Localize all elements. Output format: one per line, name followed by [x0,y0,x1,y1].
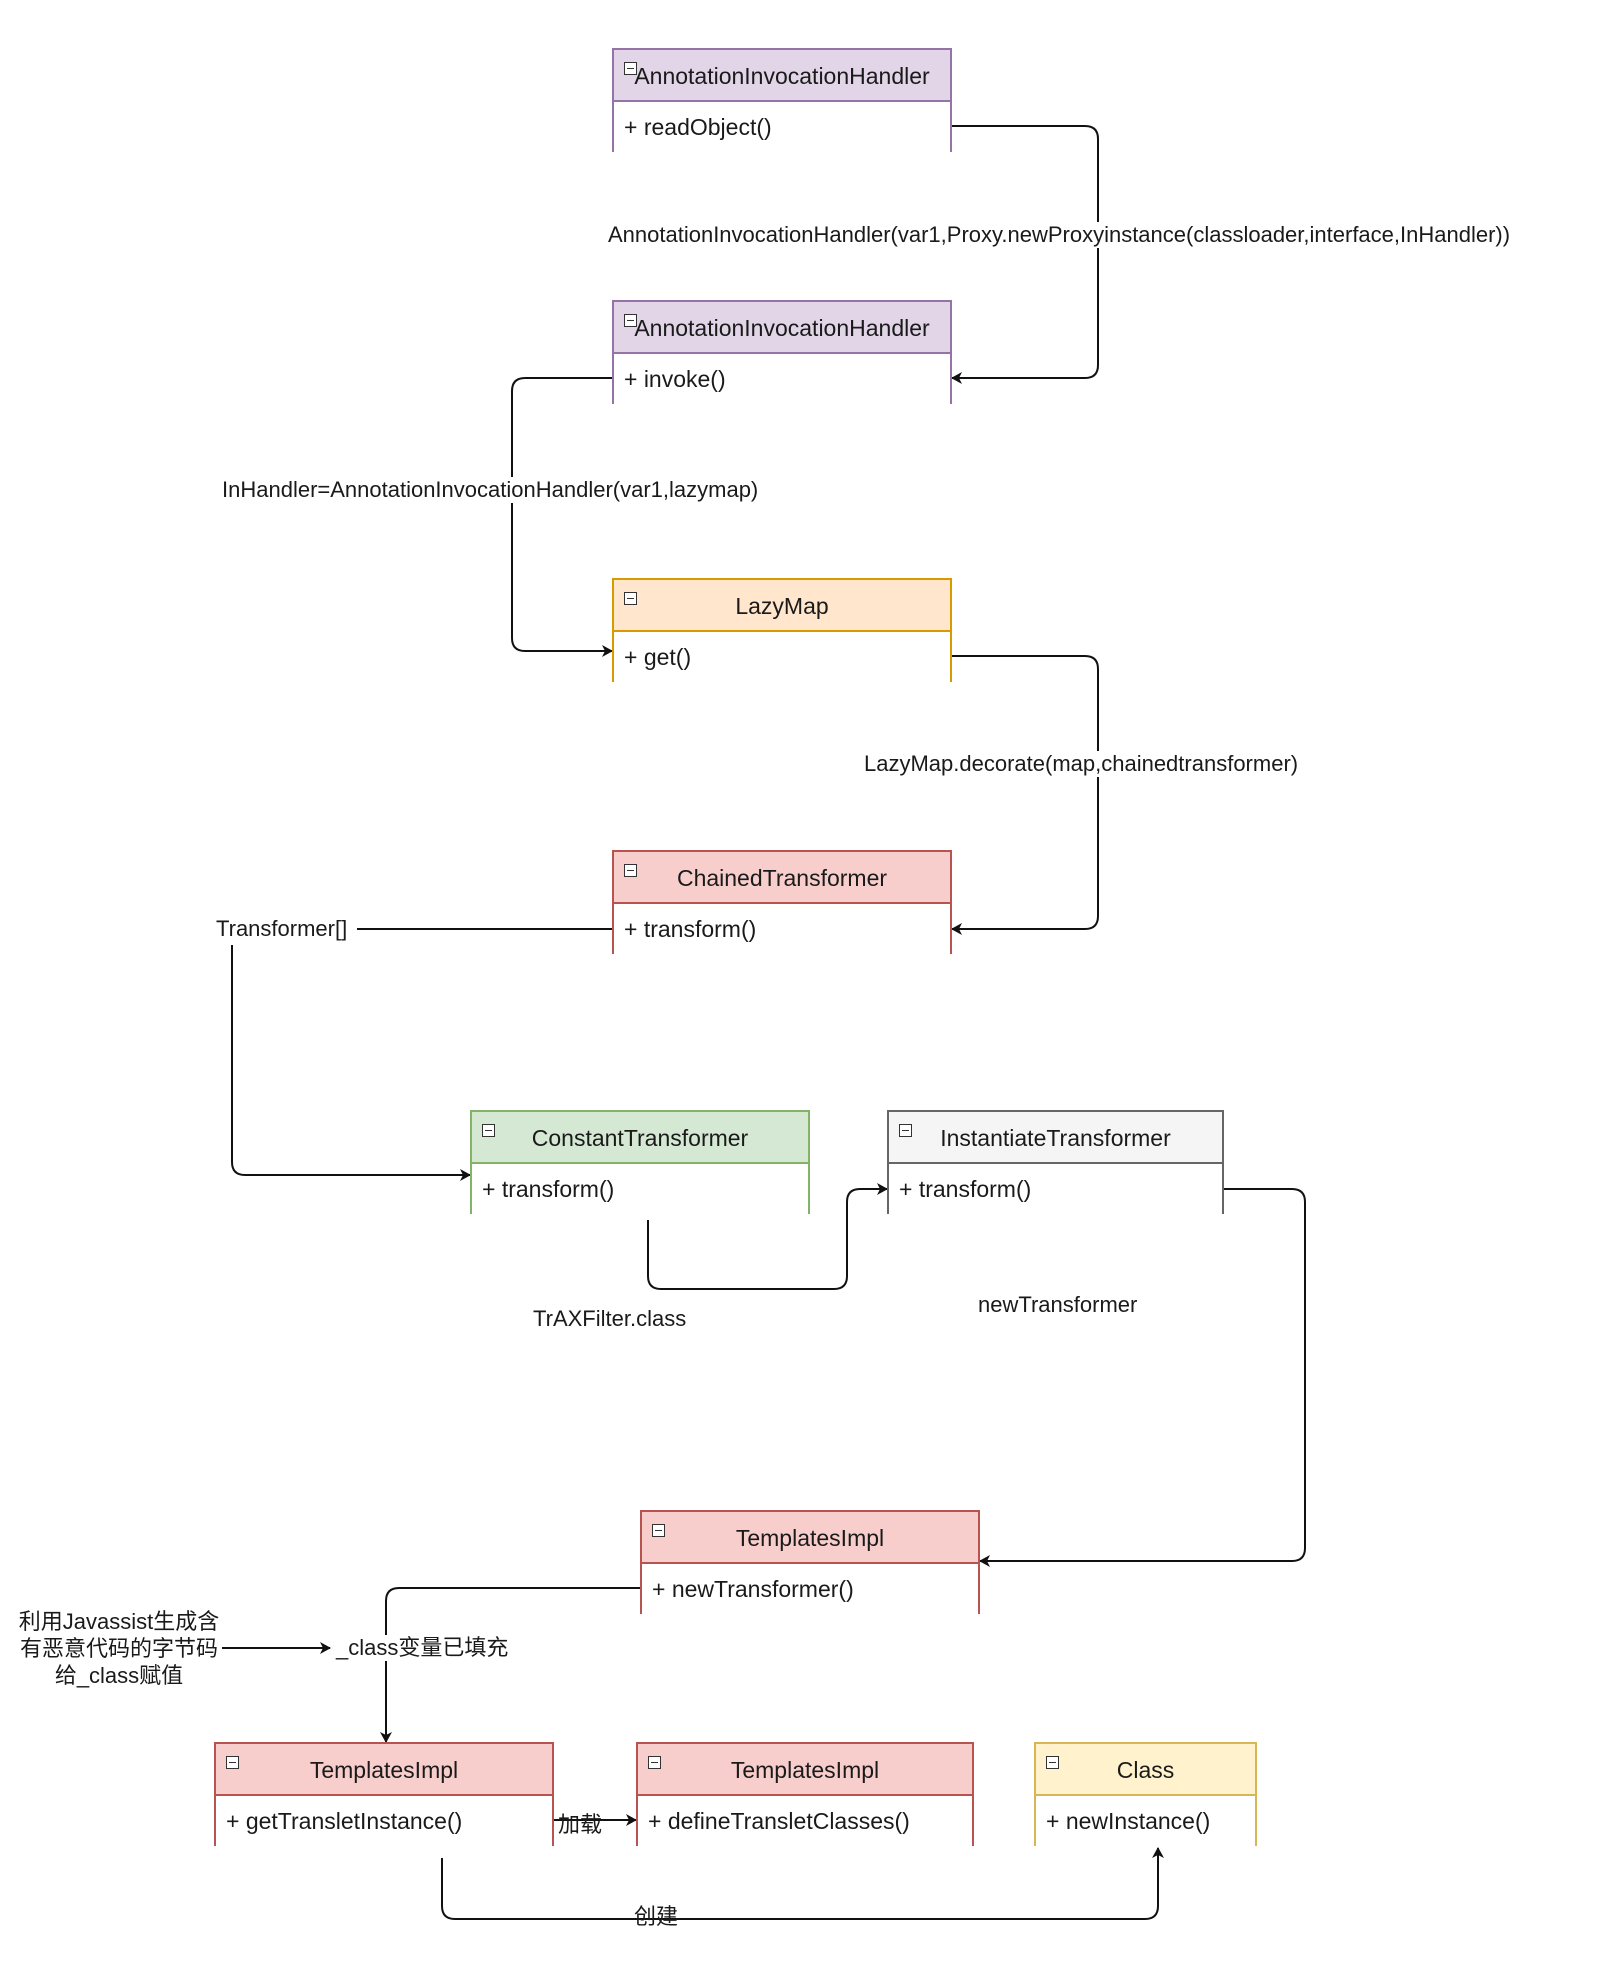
class-header: ChainedTransformer [614,852,950,904]
collapse-icon[interactable] [899,1124,912,1137]
class-header: AnnotationInvocationHandler [614,302,950,354]
collapse-icon[interactable] [1046,1756,1059,1769]
class-header: InstantiateTransformer [889,1112,1222,1164]
edge-invoke-to-lazymap [511,377,613,657]
method-label: + newTransformer() [642,1564,978,1614]
class-name: ChainedTransformer [676,865,888,891]
class-header: LazyMap [614,580,950,632]
method-label: + get() [614,632,950,682]
class-name: AnnotationInvocationHandler [634,315,930,341]
edge-chained-to-constant [231,928,612,1175]
edge-templates-to-gettranslet [380,1587,640,1743]
annotation-invocation-handler-invoke-box[interactable]: AnnotationInvocationHandler + invoke() [612,300,952,404]
class-name: TemplatesImpl [735,1525,885,1551]
transformer-array-label: Transformer[] [216,916,348,942]
constant-transformer-box[interactable]: ConstantTransformer + transform() [470,1110,810,1214]
class-name: TemplatesImpl [309,1757,459,1783]
class-filled-label: _class变量已填充 [336,1635,509,1661]
class-name: InstantiateTransformer [940,1125,1171,1151]
proxy-edge-label: AnnotationInvocationHandler(var1,Proxy.n… [608,222,1511,248]
templatesimpl-gettransletinstance-box[interactable]: TemplatesImpl + getTransletInstance() [214,1742,554,1846]
class-header: TemplatesImpl [638,1744,972,1796]
class-name: ConstantTransformer [531,1125,749,1151]
class-header: TemplatesImpl [216,1744,552,1796]
edge-instantiate-to-templates [979,1188,1306,1567]
templatesimpl-newtransformer-box[interactable]: TemplatesImpl + newTransformer() [640,1510,980,1614]
method-label: + readObject() [614,102,950,152]
traxfilter-edge-label: TrAXFilter.class [533,1306,687,1331]
edge-lazymap-to-chained [951,655,1099,935]
edge-constant-to-instantiate [647,1183,888,1290]
annotation-invocation-handler-readobject-box[interactable]: AnnotationInvocationHandler + readObject… [612,48,952,152]
newtransformer-edge-label: newTransformer [978,1292,1138,1317]
collapse-icon[interactable] [652,1524,665,1537]
instantiate-transformer-box[interactable]: InstantiateTransformer + transform() [887,1110,1224,1214]
collapse-icon[interactable] [648,1756,661,1769]
collapse-icon[interactable] [624,62,637,75]
chained-transformer-box[interactable]: ChainedTransformer + transform() [612,850,952,954]
method-label: + transform() [889,1164,1222,1214]
class-name: Class [1116,1757,1175,1783]
class-header: Class [1036,1744,1255,1796]
decorate-edge-label: LazyMap.decorate(map,chainedtransformer) [864,751,1299,777]
collapse-icon[interactable] [624,592,637,605]
method-label: + newInstance() [1036,1796,1255,1846]
method-label: + invoke() [614,354,950,404]
edge-gettranslet-to-class [441,1847,1164,1920]
lazymap-box[interactable]: LazyMap + get() [612,578,952,682]
method-label: + defineTransletClasses() [638,1796,972,1846]
edge-readobject-to-invoke [951,125,1099,384]
class-header: ConstantTransformer [472,1112,808,1164]
inhandler-edge-label: InHandler=AnnotationInvocationHandler(va… [222,477,759,503]
create-edge-label: 创建 [634,1904,679,1929]
method-label: + transform() [614,904,950,954]
method-label: + transform() [472,1164,808,1214]
class-header: TemplatesImpl [642,1512,978,1564]
method-label: + getTransletInstance() [216,1796,552,1846]
class-name: TemplatesImpl [730,1757,880,1783]
class-name: AnnotationInvocationHandler [634,63,930,89]
collapse-icon[interactable] [482,1124,495,1137]
class-header: AnnotationInvocationHandler [614,50,950,102]
load-edge-label: 加载 [558,1812,603,1837]
class-name: LazyMap [735,593,829,619]
templatesimpl-definetransletclasses-box[interactable]: TemplatesImpl + defineTransletClasses() [636,1742,974,1846]
class-newinstance-box[interactable]: Class + newInstance() [1034,1742,1257,1846]
collapse-icon[interactable] [226,1756,239,1769]
collapse-icon[interactable] [624,314,637,327]
collapse-icon[interactable] [624,864,637,877]
javassist-note: 利用Javassist生成含有恶意代码的字节码给_class赋值 [18,1609,220,1688]
